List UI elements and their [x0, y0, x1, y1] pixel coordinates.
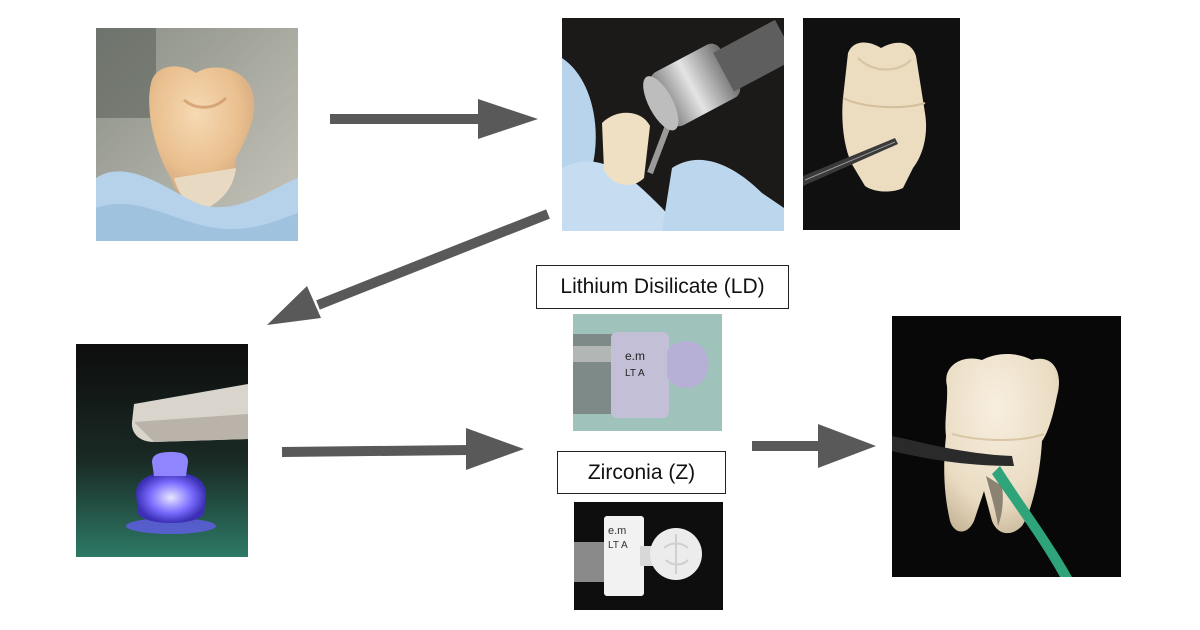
photo-molar-in-glove — [96, 28, 298, 241]
scanner-die-image — [76, 344, 248, 557]
photo-scanner-die — [76, 344, 248, 557]
handpiece-preparation-image — [562, 18, 784, 231]
lithium-disilicate-block-image: e.m LT A — [573, 314, 722, 431]
arrow-step3-to-materials — [281, 428, 524, 470]
ld-block-shade-text: LT A — [625, 368, 645, 379]
photo-prepared-tooth — [803, 18, 960, 230]
photo-lithium-disilicate-block: e.m LT A — [573, 314, 722, 431]
label-zirconia: Zirconia (Z) — [557, 451, 726, 494]
photo-zirconia-block: e.m LT A — [574, 502, 723, 610]
prepared-tooth-image — [803, 18, 960, 230]
label-lithium-disilicate: Lithium Disilicate (LD) — [536, 265, 789, 309]
photo-handpiece-preparation — [562, 18, 784, 231]
zirconia-block-shade-text: LT A — [608, 540, 628, 551]
ld-block-mark-text: e.m — [625, 349, 645, 363]
molar-in-glove-image — [96, 28, 298, 241]
photo-restored-molar — [892, 316, 1121, 577]
arrow-materials-to-result — [752, 424, 876, 468]
restored-molar-image — [892, 316, 1121, 577]
zirconia-block-image: e.m LT A — [574, 502, 723, 610]
arrow-step1-to-step2 — [330, 99, 538, 139]
zirconia-block-mark-text: e.m — [608, 525, 626, 537]
arrow-step2-to-step3 — [267, 209, 550, 325]
